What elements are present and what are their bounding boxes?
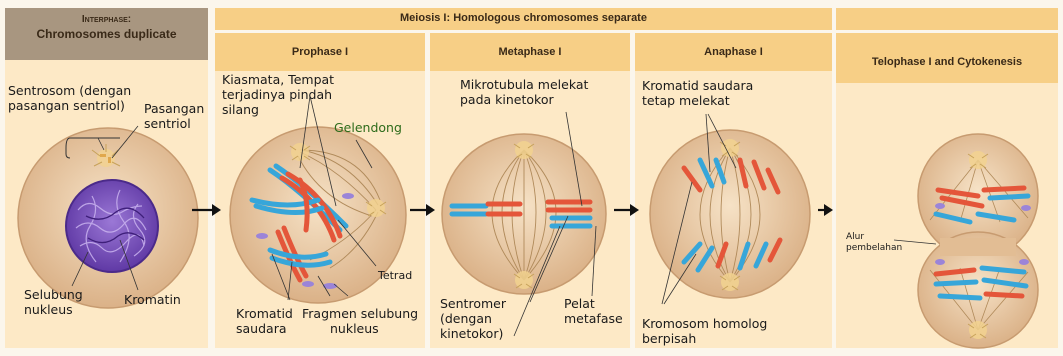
label-pelat-line2: metafase: [564, 311, 623, 326]
label-pasangan-line2: sentriol: [144, 116, 204, 131]
label-selubung-line1: Selubung: [24, 287, 83, 302]
label-selubung-nukleus: Selubung nukleus: [24, 287, 83, 317]
nucleus: [66, 180, 158, 272]
label-tetrad: Tetrad: [378, 268, 412, 283]
label-sentromer: Sentromer (dengan kinetokor): [440, 296, 506, 341]
label-alur-line2: pembelahan: [846, 243, 902, 254]
label-selubung-line2: nukleus: [24, 302, 83, 317]
anaphase1-cell: [650, 114, 810, 304]
label-kiasmata-line3: silang: [222, 102, 334, 117]
label-sentromer-line2: (dengan: [440, 311, 506, 326]
label-sentrosom-line2: pasangan sentriol): [8, 98, 131, 113]
label-fragmen-line1: Fragmen selubung: [302, 306, 418, 321]
label-mikrotubula-line2: pada kinetokor: [460, 92, 588, 107]
label-pelat-line1: Pelat: [564, 296, 623, 311]
label-kromatid-tetap-line1: Kromatid saudara: [642, 78, 753, 93]
label-kromatin: Kromatin: [124, 292, 181, 307]
label-kromatid-tetap-line2: tetap melekat: [642, 93, 753, 108]
label-kromosom-homolog-line2: berpisah: [642, 331, 767, 346]
telophase1-cell: [894, 134, 1038, 348]
label-kromatid-tetap: Kromatid saudara tetap melekat: [642, 78, 753, 108]
label-alur-line1: Alur: [846, 232, 902, 243]
label-kiasmata-line1: Kiasmata, Tempat: [222, 72, 334, 87]
label-pasangan-line1: Pasangan: [144, 101, 204, 116]
label-kiasmata-line2: terjadinya pindah: [222, 87, 334, 102]
label-mikrotubula-line1: Mikrotubula melekat: [460, 77, 588, 92]
label-mikrotubula: Mikrotubula melekat pada kinetokor: [460, 77, 588, 107]
label-kiasmata: Kiasmata, Tempat terjadinya pindah silan…: [222, 72, 334, 117]
label-fragmen-line2: nukleus: [302, 321, 418, 336]
label-kromatid-line2: saudara: [236, 321, 293, 336]
label-pasangan-sentriol: Pasangan sentriol: [144, 101, 204, 131]
label-kromosom-homolog: Kromosom homolog berpisah: [642, 316, 767, 346]
label-sentrosom-line1: Sentrosom (dengan: [8, 83, 131, 98]
label-fragmen-selubung: Fragmen selubung nukleus: [302, 306, 418, 336]
label-alur-pembelahan: Alur pembelahan: [846, 232, 902, 254]
interphase-cell: [18, 126, 198, 308]
label-sentromer-line1: Sentromer: [440, 296, 506, 311]
label-kromatid-line1: Kromatid: [236, 306, 293, 321]
label-kromosom-homolog-line1: Kromosom homolog: [642, 316, 767, 331]
label-pelat-metafase: Pelat metafase: [564, 296, 623, 326]
label-gelendong: Gelendong: [334, 120, 402, 135]
label-sentromer-line3: kinetokor): [440, 326, 506, 341]
label-kromatid-saudara: Kromatid saudara: [236, 306, 293, 336]
label-sentrosom: Sentrosom (dengan pasangan sentriol): [8, 83, 131, 113]
